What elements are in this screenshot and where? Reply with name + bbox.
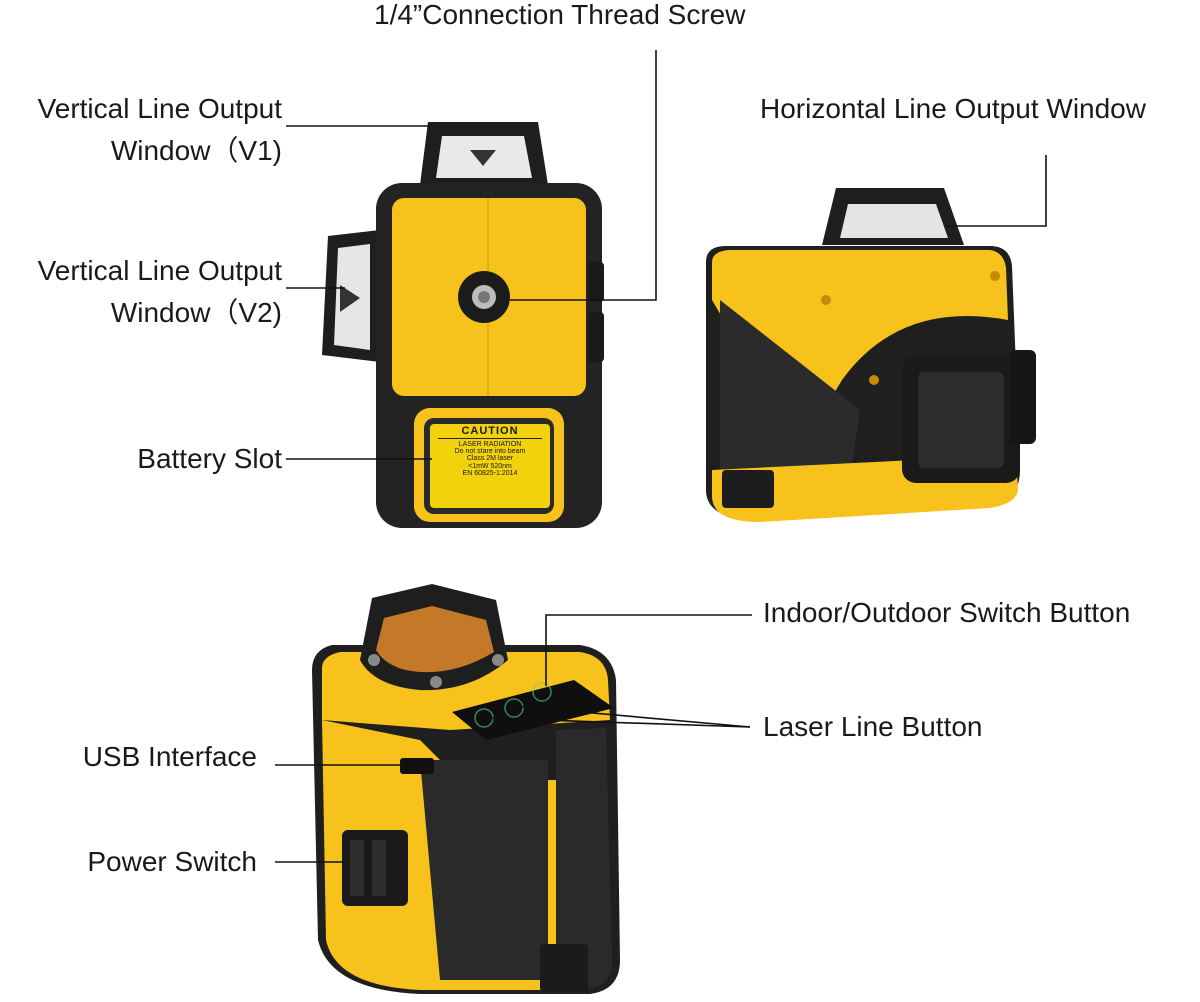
laser-line-button-label: Laser Line Button (763, 711, 983, 742)
caution-title: CAUTION (438, 425, 542, 439)
thread-screw-label: 1/4”Connection Thread Screw (374, 0, 746, 30)
caution-line-4: <1mW 520nm (468, 462, 512, 470)
v2-label-line-1: Vertical Line Output (37, 255, 282, 286)
caution-line-2: Do not stare into beam (454, 447, 526, 455)
v1-label: Vertical Line Output Window（V1) (0, 88, 282, 172)
laser-line-callout-b (483, 717, 751, 728)
indoor-outdoor-label: Indoor/Outdoor Switch Button (763, 597, 1131, 628)
v2-label-line-2: Window（V2) (110, 297, 282, 328)
caution-label: CAUTION LASER RADIATION Do not stare int… (430, 425, 550, 477)
v1-label-line-1: Vertical Line Output (37, 93, 282, 124)
caution-line-5: EN 60825-1:2014 (462, 469, 518, 477)
caution-line-3: Class 2M laser (466, 455, 514, 463)
horizontal-window-label: Horizontal Line Output Window (760, 93, 1146, 124)
angled-view-device (706, 188, 1036, 522)
top-view-device (312, 584, 620, 994)
horizontal-window-callout (946, 155, 1047, 227)
usb-interface-label: USB Interface (82, 741, 257, 772)
callout-lines (275, 50, 1047, 863)
laser-line-callout-a (513, 705, 751, 728)
front-view-device (322, 122, 604, 528)
indoor-outdoor-callout (545, 614, 752, 686)
battery-slot-label: Battery Slot (137, 443, 282, 474)
power-switch-label: Power Switch (87, 846, 257, 877)
thread-screw-callout (510, 50, 657, 301)
v1-label-line-2: Window（V1) (110, 135, 282, 166)
caution-line-1: LASER RADIATION (458, 440, 522, 448)
v2-label: Vertical Line Output Window（V2) (0, 250, 282, 334)
